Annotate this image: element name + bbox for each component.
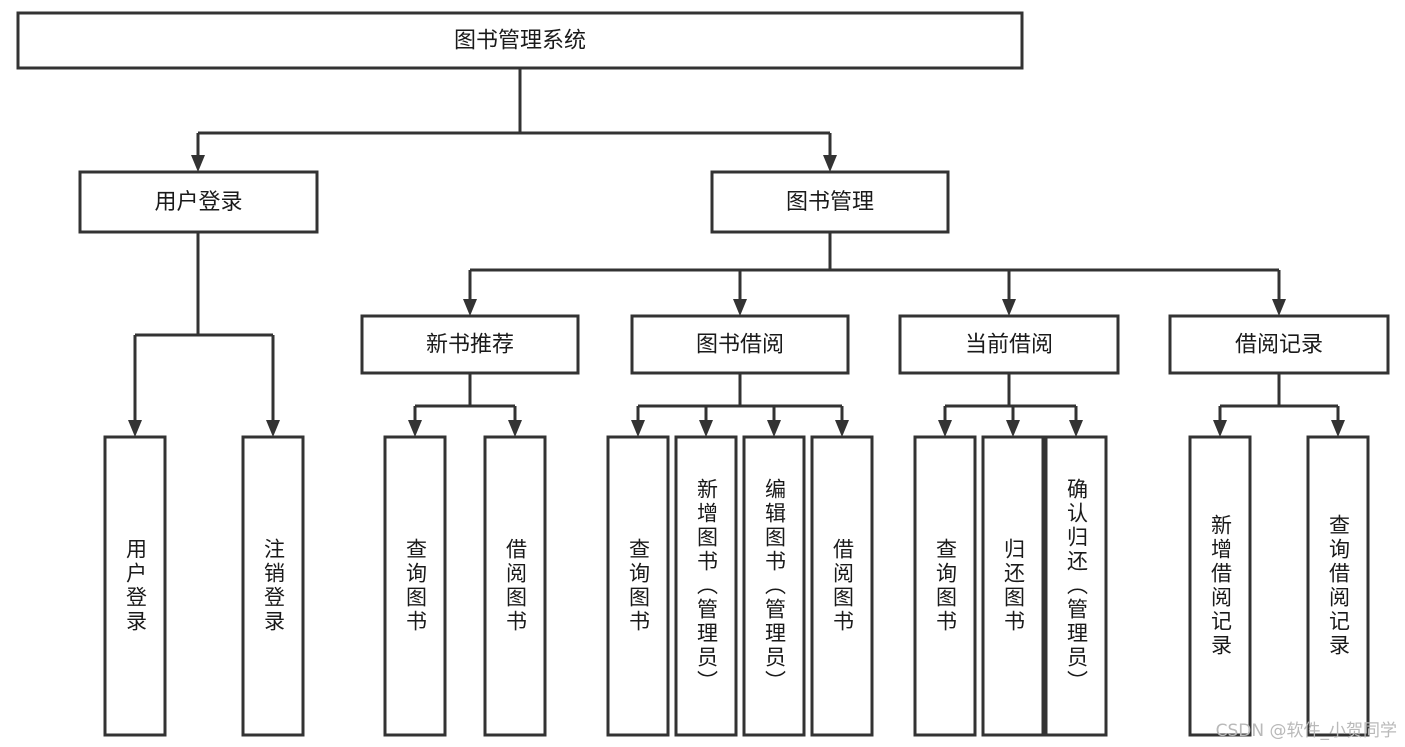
arrow-down-icon-login-1 bbox=[266, 420, 280, 437]
node-label-leaf-7: 借阅图书 bbox=[830, 538, 855, 634]
arrow-down-icon-leaf-2-2 bbox=[1069, 420, 1083, 437]
node-box-leaf-7[interactable] bbox=[810, 435, 874, 737]
arrow-down-icon-leaf-3-0 bbox=[1213, 420, 1227, 437]
node-box-leaf-12[interactable] bbox=[1306, 435, 1370, 737]
node-label-level3-3: 借阅记录 bbox=[1235, 333, 1323, 358]
node-box-leaf-8[interactable] bbox=[913, 435, 977, 737]
node-label-root: 图书管理系统 bbox=[454, 29, 586, 54]
arrow-down-icon-leaf-1-0 bbox=[631, 420, 645, 437]
node-label-level2-1: 图书管理 bbox=[786, 190, 874, 215]
node-box-leaf-3[interactable] bbox=[483, 435, 547, 737]
node-box-root[interactable] bbox=[16, 11, 1024, 70]
node-box-leaf-1[interactable] bbox=[241, 435, 305, 737]
node-label-leaf-3: 借阅图书 bbox=[503, 538, 528, 634]
node-box-leaf-4[interactable] bbox=[606, 435, 670, 737]
node-label-leaf-8: 查询图书 bbox=[933, 538, 958, 634]
arrow-down-icon-leaf-3-1 bbox=[1331, 420, 1345, 437]
arrow-down-icon-level2-0 bbox=[191, 155, 205, 172]
watermark: CSDN @软件_小贺同学 bbox=[1215, 721, 1397, 741]
node-label-level3-2: 当前借阅 bbox=[965, 333, 1053, 358]
node-label-leaf-0: 用户登录 bbox=[123, 538, 148, 634]
node-box-level2-1[interactable] bbox=[710, 170, 950, 234]
node-box-level3-2[interactable] bbox=[898, 314, 1120, 375]
node-label-leaf-5: 新增图书（管理员） bbox=[694, 478, 719, 694]
connector-layer bbox=[128, 68, 1345, 437]
node-box-leaf-0[interactable] bbox=[103, 435, 167, 737]
arrow-down-icon-leaf-1-2 bbox=[767, 420, 781, 437]
arrow-down-icon-level3-1 bbox=[733, 299, 747, 316]
node-label-level3-1: 图书借阅 bbox=[696, 333, 784, 358]
node-box-level3-1[interactable] bbox=[630, 314, 850, 375]
node-label-leaf-12: 查询借阅记录 bbox=[1326, 514, 1351, 658]
node-label-level3-0: 新书推荐 bbox=[426, 333, 514, 358]
node-label-leaf-10: 确认归还（管理员） bbox=[1064, 478, 1089, 694]
arrow-down-icon-level2-1 bbox=[823, 155, 837, 172]
arrow-down-icon-level3-2 bbox=[1002, 299, 1016, 316]
arrow-down-icon-login-0 bbox=[128, 420, 142, 437]
node-label-leaf-9: 归还图书 bbox=[1001, 538, 1026, 634]
node-box-leaf-6[interactable] bbox=[742, 435, 806, 737]
node-label-leaf-6: 编辑图书（管理员） bbox=[762, 478, 787, 694]
node-box-leaf-10[interactable] bbox=[1044, 435, 1108, 737]
node-box-leaf-5[interactable] bbox=[674, 435, 738, 737]
arrow-down-icon-leaf-2-1 bbox=[1006, 420, 1020, 437]
node-box-level3-0[interactable] bbox=[360, 314, 580, 375]
node-box-leaf-11[interactable] bbox=[1188, 435, 1252, 737]
arrow-down-icon-leaf-1-3 bbox=[835, 420, 849, 437]
node-box-level2-0[interactable] bbox=[78, 170, 319, 234]
node-box-leaf-9[interactable] bbox=[981, 435, 1045, 737]
node-box-leaf-2[interactable] bbox=[383, 435, 447, 737]
node-label-level2-0: 用户登录 bbox=[154, 190, 242, 215]
arrow-down-icon-level3-3 bbox=[1272, 299, 1286, 316]
node-box-level3-3[interactable] bbox=[1168, 314, 1390, 375]
arrow-down-icon-level3-0 bbox=[463, 299, 477, 316]
node-label-leaf-4: 查询图书 bbox=[626, 538, 651, 634]
node-label-leaf-11: 新增借阅记录 bbox=[1208, 514, 1233, 658]
arrow-down-icon-leaf-0-1 bbox=[508, 420, 522, 437]
arrow-down-icon-leaf-1-1 bbox=[699, 420, 713, 437]
arrow-down-icon-leaf-2-0 bbox=[938, 420, 952, 437]
node-label-leaf-2: 查询图书 bbox=[403, 538, 428, 634]
node-label-leaf-1: 注销登录 bbox=[261, 538, 286, 634]
arrow-down-icon-leaf-0-0 bbox=[408, 420, 422, 437]
